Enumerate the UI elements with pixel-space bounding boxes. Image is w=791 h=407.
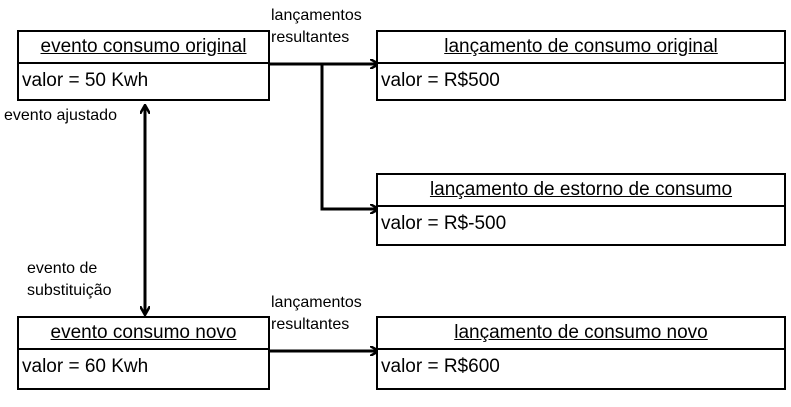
event-novo-value: valor = 60 Kwh: [22, 356, 149, 377]
event-novo-box: evento consumo novo valor = 60 Kwh: [17, 316, 270, 390]
label-resultantes-bottom: lançamentos resultantes: [271, 292, 362, 336]
label-resultantes-top: lançamentos resultantes: [271, 5, 362, 49]
entry-original-value: valor = R$500: [381, 70, 500, 91]
entry-novo-value: valor = R$600: [381, 356, 500, 377]
arrow-original-to-estorno: [320, 64, 378, 209]
event-original-box: evento consumo original valor = 50 Kwh: [17, 30, 270, 101]
entry-novo-box: lançamento de consumo novo valor = R$600: [376, 316, 786, 390]
label-evento-substituicao: evento de substituição: [27, 258, 112, 302]
entry-original-title: lançamento de consumo original: [378, 32, 784, 64]
label-substituicao-line1: evento de: [27, 260, 98, 277]
event-original-value: valor = 50 Kwh: [22, 70, 149, 91]
label-resultantes-top-line1: lançamentos: [271, 7, 362, 24]
entry-estorno-title: lançamento de estorno de consumo: [378, 175, 784, 207]
entry-original-box: lançamento de consumo original valor = R…: [376, 30, 786, 101]
label-substituicao-line2: substituição: [27, 282, 112, 299]
event-novo-title: evento consumo novo: [19, 318, 268, 350]
entry-estorno-box: lançamento de estorno de consumo valor =…: [376, 173, 786, 246]
entry-novo-title: lançamento de consumo novo: [378, 318, 784, 350]
label-resultantes-bottom-line1: lançamentos: [271, 294, 362, 311]
label-resultantes-bottom-line2: resultantes: [271, 316, 350, 333]
entry-estorno-value: valor = R$-500: [381, 213, 507, 234]
label-evento-ajustado: evento ajustado: [4, 107, 117, 124]
event-original-title: evento consumo original: [19, 32, 268, 64]
label-resultantes-top-line2: resultantes: [271, 29, 350, 46]
